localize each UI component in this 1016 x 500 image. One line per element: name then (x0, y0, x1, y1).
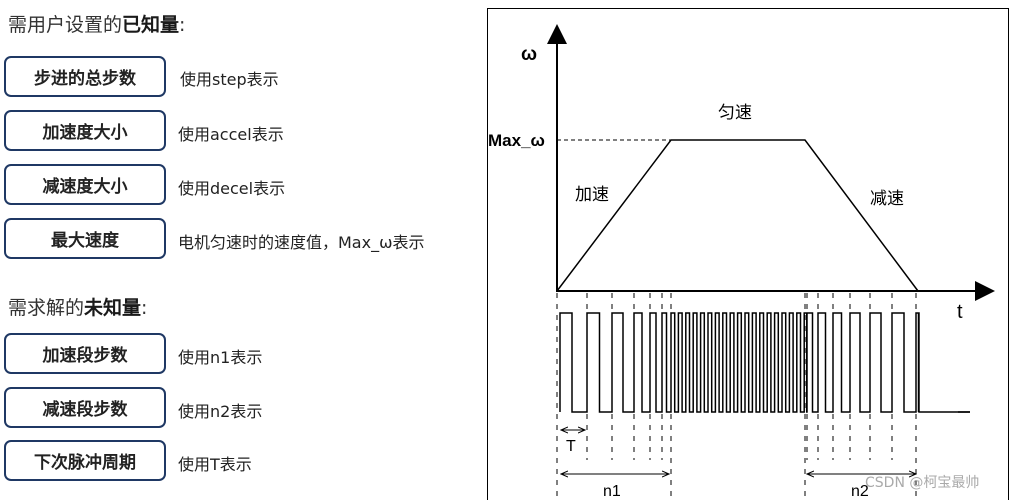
known-box-accel: 加速度大小 (4, 110, 166, 151)
unknown-desc-n2: 使用n2表示 (178, 402, 263, 421)
n2-label: n2 (851, 483, 869, 500)
x-axis-label: t (957, 301, 963, 323)
watermark: CSDN @柯宝最帅 (865, 475, 979, 491)
known-desc-step: 使用step表示 (180, 70, 279, 89)
known-heading: 需用户设置的已知量: (8, 14, 186, 36)
known-desc-max-speed: 电机匀速时的速度值，Max_ω表示 (178, 233, 425, 252)
unknown-desc-period: 使用T表示 (178, 455, 252, 474)
unknown-box-n2: 减速段步数 (4, 387, 166, 428)
unknown-heading: 需求解的未知量: (8, 297, 148, 319)
known-desc-decel: 使用decel表示 (178, 179, 286, 198)
unknown-box-period: 下次脉冲周期 (4, 440, 166, 481)
period-label: T (566, 438, 576, 455)
const-label: 匀速 (718, 103, 752, 123)
known-box-step: 步进的总步数 (4, 56, 166, 97)
diagram-frame (487, 8, 1009, 500)
unknown-desc-n1: 使用n1表示 (178, 348, 263, 367)
velocity-profile (556, 139, 919, 292)
max-speed-label: Max_ω (488, 131, 545, 150)
accel-label: 加速 (575, 185, 609, 205)
known-desc-accel: 使用accel表示 (178, 125, 284, 144)
known-box-max-speed: 最大速度 (4, 218, 166, 259)
n1-label: n1 (603, 483, 621, 500)
known-box-decel: 减速度大小 (4, 164, 166, 205)
unknown-box-n1: 加速段步数 (4, 333, 166, 374)
y-axis-label: ω (521, 44, 537, 65)
pulse-train (559, 312, 970, 413)
decel-label: 减速 (870, 189, 904, 209)
